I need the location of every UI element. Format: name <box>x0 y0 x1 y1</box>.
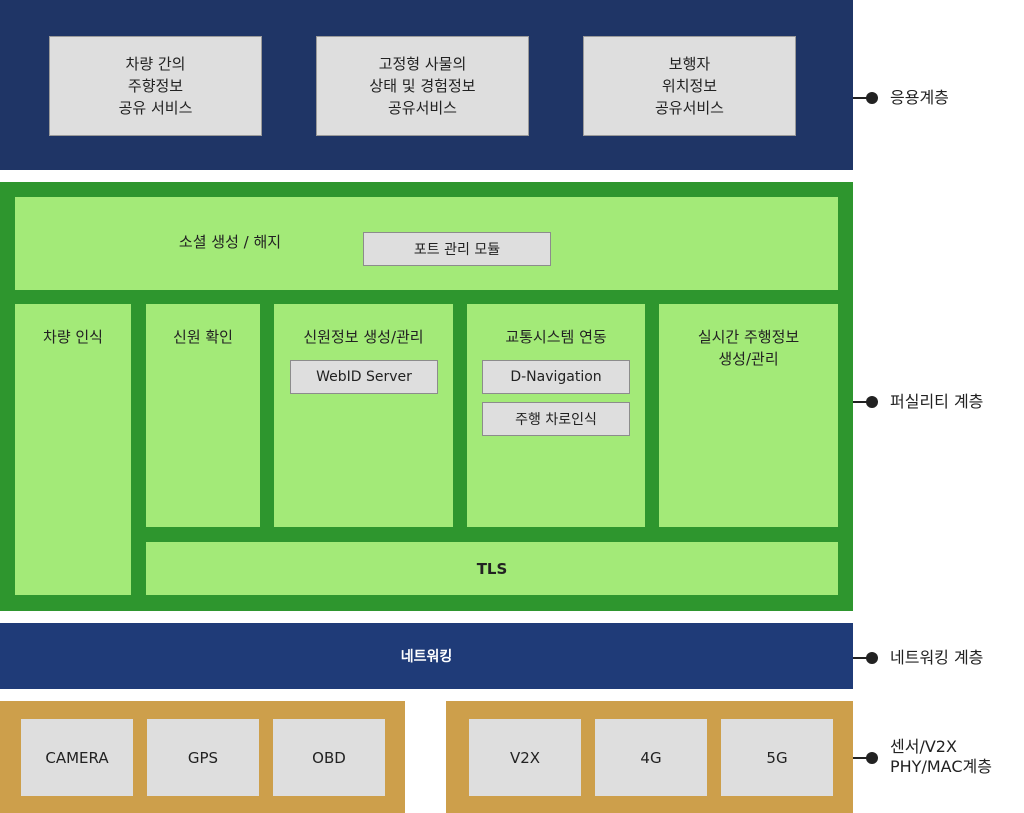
connector-dot <box>866 752 878 764</box>
facility-layer-label: 퍼실리티 계층 <box>890 392 984 411</box>
tls-box: TLS <box>146 542 838 595</box>
realtime-info-title: 실시간 주행정보 생성/관리 <box>697 328 800 368</box>
gps-box: GPS <box>147 719 259 796</box>
networking-layer-label: 네트워킹 계층 <box>890 648 984 667</box>
connector-dot <box>866 396 878 408</box>
webid-server-box: WebID Server <box>290 360 438 394</box>
d-navigation-box: D-Navigation <box>482 360 630 394</box>
application-layer-label: 응용계층 <box>890 88 949 107</box>
connector-line <box>853 401 873 403</box>
4g-box: 4G <box>595 719 707 796</box>
vehicle-recognition-title: 차량 인식 <box>43 328 103 346</box>
traffic-link-title: 교통시스템 연동 <box>505 328 607 346</box>
trust-info-box: 신원정보 생성/관리 WebID Server <box>274 304 453 527</box>
connector-dot <box>866 92 878 104</box>
v2x-box: V2X <box>469 719 581 796</box>
traffic-link-box: 교통시스템 연동 D-Navigation 주행 차로인식 <box>467 304 645 527</box>
port-module-box: 포트 관리 모듈 <box>363 232 551 266</box>
trust-check-title: 신원 확인 <box>173 328 233 346</box>
5g-box: 5G <box>721 719 833 796</box>
session-box: 소셜 생성 / 해지 포트 관리 모듈 <box>15 197 838 290</box>
fixed-object-sharing-box: 고정형 사물의 상태 및 경험정보 공유서비스 <box>316 36 529 136</box>
vehicle-recognition-box: 차량 인식 <box>15 304 131 595</box>
obd-box: OBD <box>273 719 385 796</box>
connector-line <box>853 97 873 99</box>
connector-line <box>853 757 873 759</box>
lane-recognition-box: 주행 차로인식 <box>482 402 630 436</box>
connector-line <box>853 657 873 659</box>
networking-layer: 네트워킹 <box>0 623 853 689</box>
connector-dot <box>866 652 878 664</box>
sensor-layer-label: 센서/V2X PHY/MAC계층 <box>890 737 992 776</box>
realtime-info-box: 실시간 주행정보 생성/관리 <box>659 304 838 527</box>
session-title: 소셜 생성 / 해지 <box>178 233 282 251</box>
pedestrian-sharing-box: 보행자 위치정보 공유서비스 <box>583 36 796 136</box>
trust-info-title: 신원정보 생성/관리 <box>303 328 424 346</box>
trust-check-box: 신원 확인 <box>146 304 260 527</box>
camera-box: CAMERA <box>21 719 133 796</box>
vehicle-info-sharing-box: 차량 간의 주향정보 공유 서비스 <box>49 36 262 136</box>
